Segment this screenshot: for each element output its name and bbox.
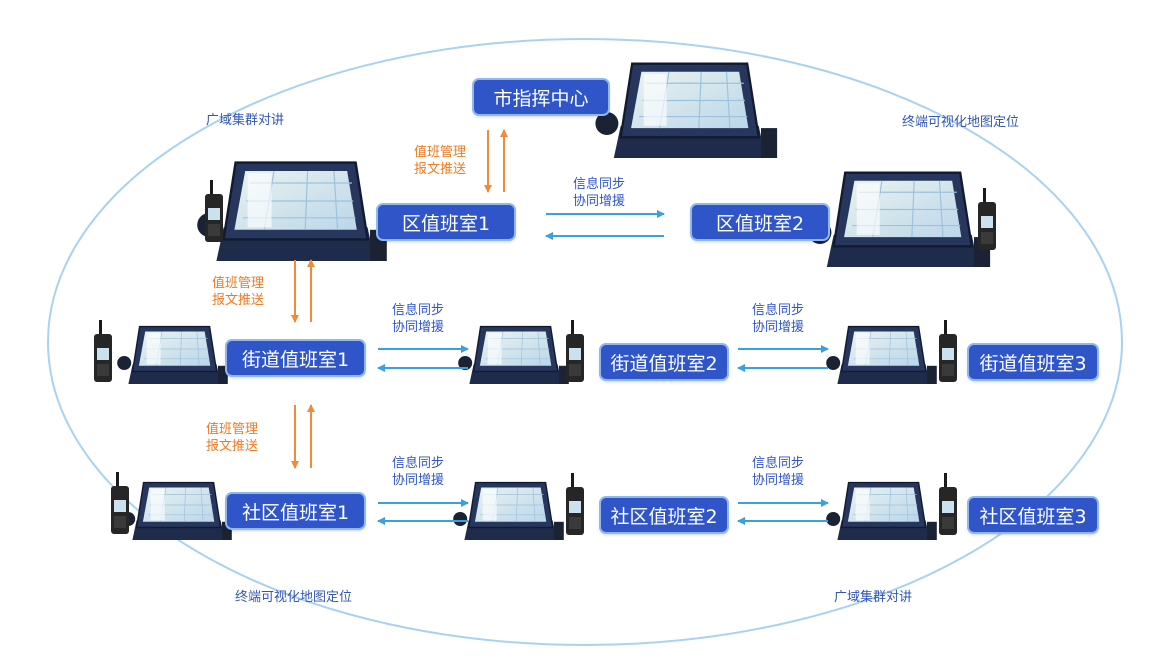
sync-line1: 信息同步 [752, 456, 805, 471]
duty-line1: 值班管理 [206, 422, 259, 437]
street3-console-icon [825, 325, 938, 385]
sync-line2: 协同增援 [573, 194, 626, 209]
node-community-1: 社区值班室1 [227, 494, 364, 528]
duty-line2: 报文推送 [206, 439, 259, 454]
label-bottom-right: 广域集群对讲 [834, 590, 913, 605]
label-top-right: 终端可视化地图定位 [902, 115, 1020, 130]
node-district-2: 区值班室2 [692, 205, 828, 239]
street1-console-icon [116, 325, 229, 385]
node-community-3: 社区值班室3 [969, 498, 1097, 532]
sync-line1: 信息同步 [392, 303, 445, 318]
label-top-left: 广域集群对讲 [206, 113, 285, 128]
sync-label-district: 信息同步 协同增援 [573, 176, 625, 210]
duty-line2: 报文推送 [212, 293, 265, 308]
node-street-3: 街道值班室3 [969, 345, 1097, 379]
community3-console-icon [825, 481, 938, 541]
node-street-1: 街道值班室1 [227, 341, 364, 375]
community2-console-icon [452, 481, 565, 541]
street3-radio-icon [939, 320, 957, 382]
duty-line1: 值班管理 [414, 145, 467, 160]
duty-line1: 值班管理 [212, 276, 265, 291]
duty-label-district-street: 值班管理 报文推送 [212, 275, 264, 309]
street1-radio-icon [94, 320, 112, 382]
duty-line2: 报文推送 [414, 162, 467, 177]
district2-radio-icon [978, 188, 996, 250]
district1-radio-icon [205, 180, 223, 242]
node-street-2: 街道值班室2 [601, 345, 727, 379]
node-community-2: 社区值班室2 [601, 498, 727, 532]
duty-label-city-district: 值班管理 报文推送 [414, 144, 466, 178]
node-district-1: 区值班室1 [378, 205, 514, 239]
district2-console-icon [807, 171, 992, 269]
node-city-center: 市指挥中心 [474, 80, 608, 114]
sync-label-street-2-3: 信息同步 协同增援 [752, 302, 804, 336]
duty-label-street-community: 值班管理 报文推送 [206, 421, 258, 455]
coverage-ellipse [47, 38, 1123, 646]
district1-console-icon [195, 161, 389, 263]
community2-radio-icon [566, 473, 584, 535]
community1-radio-icon [111, 472, 129, 534]
sync-line2: 协同增援 [392, 320, 445, 335]
sync-line2: 协同增援 [392, 473, 445, 488]
sync-line1: 信息同步 [392, 456, 445, 471]
community3-radio-icon [939, 473, 957, 535]
street2-console-icon [457, 325, 570, 385]
label-bottom-left: 终端可视化地图定位 [235, 590, 353, 605]
sync-line2: 协同增援 [752, 320, 805, 335]
community1-console-icon [120, 481, 233, 541]
sync-label-community-2-3: 信息同步 协同增援 [752, 455, 804, 489]
street2-radio-icon [566, 320, 584, 382]
sync-line1: 信息同步 [752, 303, 805, 318]
sync-label-community-1-2: 信息同步 协同增援 [392, 455, 444, 489]
sync-line2: 协同增援 [752, 473, 805, 488]
city-console-icon [594, 62, 779, 160]
sync-line1: 信息同步 [573, 177, 626, 192]
sync-label-street-1-2: 信息同步 协同增援 [392, 302, 444, 336]
